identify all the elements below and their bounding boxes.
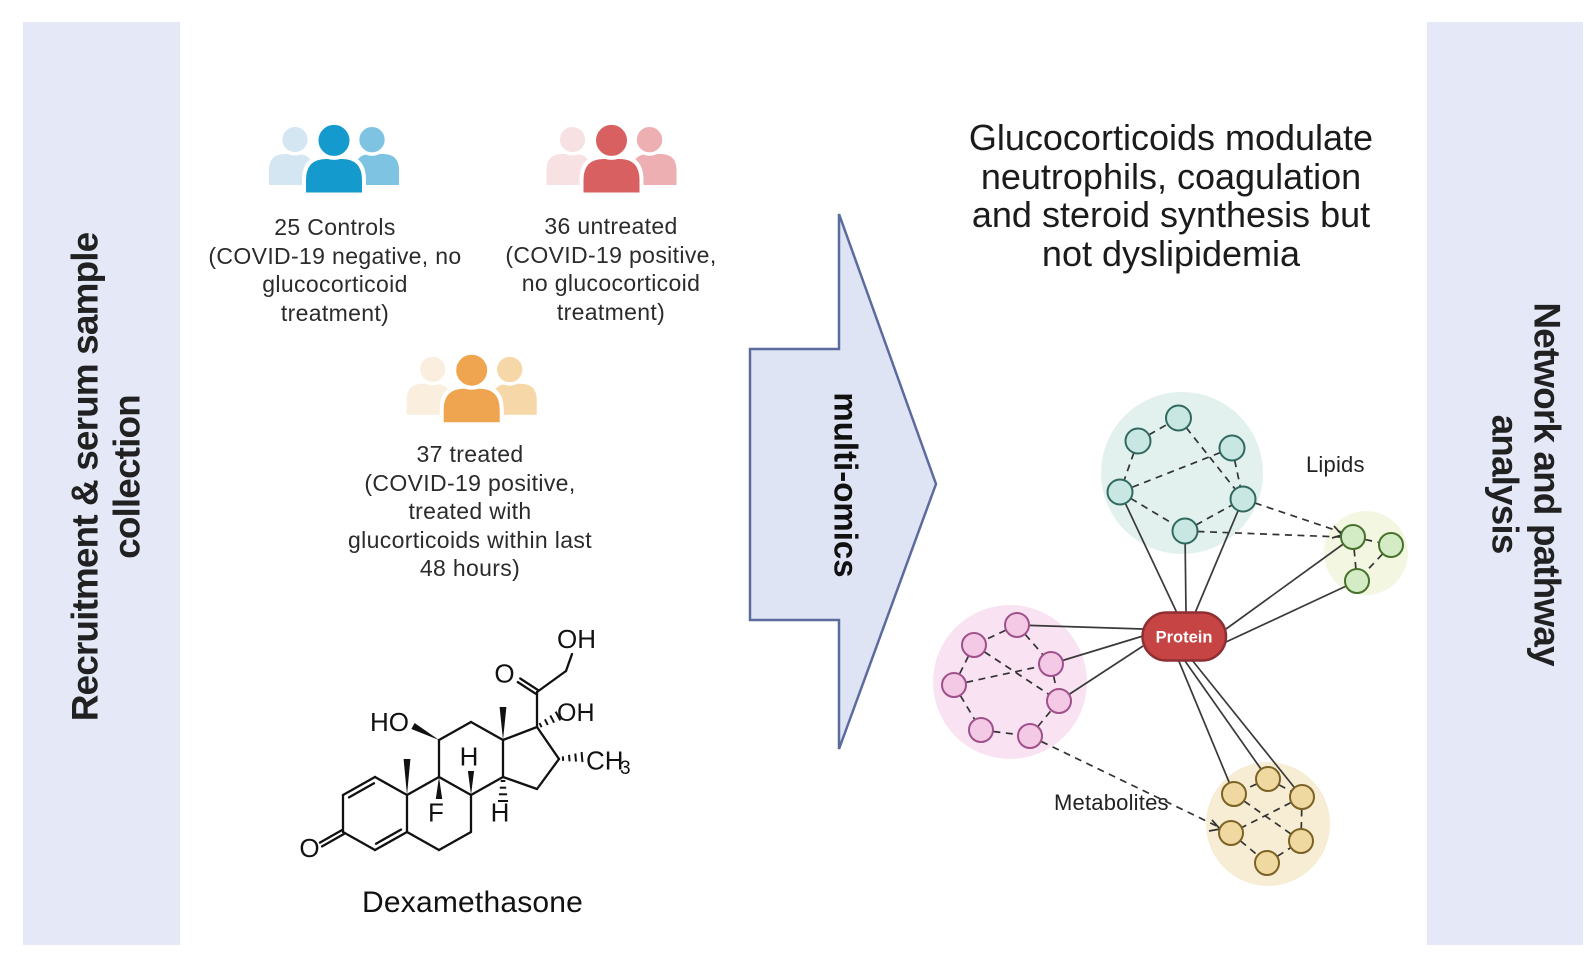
svg-text:Protein: Protein [1156, 629, 1213, 647]
svg-text:3: 3 [620, 758, 631, 779]
svg-text:O: O [494, 659, 514, 689]
svg-text:OH: OH [557, 699, 595, 727]
svg-text:HO: HO [370, 707, 409, 737]
svg-text:H: H [491, 798, 510, 828]
svg-text:H: H [460, 742, 479, 772]
svg-text:F: F [428, 798, 444, 828]
svg-text:O: O [299, 833, 319, 863]
svg-text:CH: CH [586, 746, 624, 776]
svg-text:OH: OH [557, 624, 596, 654]
